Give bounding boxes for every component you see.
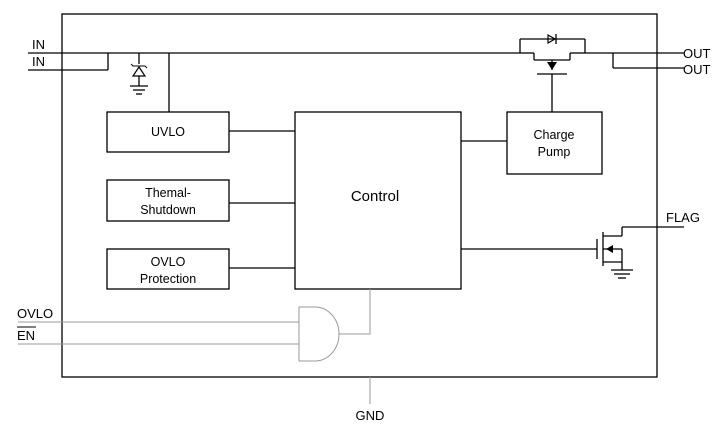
ovlo-protection-label-line2: Protection bbox=[140, 272, 196, 286]
pin-in-1: IN bbox=[32, 37, 45, 52]
ovlo-protection-label-line1: OVLO bbox=[151, 255, 186, 269]
control-label: Control bbox=[351, 188, 399, 205]
thermal-shutdown-block bbox=[106, 179, 230, 222]
ovlo-protection-block bbox=[106, 248, 230, 290]
pin-en: EN bbox=[17, 328, 35, 343]
uvlo-label: UVLO bbox=[151, 125, 185, 139]
charge-pump-label-line1: Charge bbox=[534, 128, 575, 142]
chip-outline bbox=[61, 13, 658, 378]
pin-flag: FLAG bbox=[666, 210, 700, 225]
input-zener-icon bbox=[130, 53, 148, 95]
flag-mosfet-icon bbox=[596, 226, 684, 279]
uvlo-block bbox=[106, 111, 230, 153]
power-mosfet-icon bbox=[519, 33, 586, 112]
pin-out-2: OUT bbox=[683, 62, 711, 77]
pin-out-1: OUT bbox=[683, 46, 711, 61]
charge-pump-block bbox=[506, 111, 603, 175]
thermal-label-line2: Shutdown bbox=[140, 203, 196, 217]
control-block bbox=[294, 111, 462, 290]
thermal-label-line1: Themal- bbox=[145, 186, 191, 200]
pin-in-2: IN bbox=[32, 54, 45, 69]
charge-pump-label-line2: Pump bbox=[538, 145, 571, 159]
pin-ovlo: OVLO bbox=[17, 306, 53, 321]
and-gate-icon bbox=[298, 306, 340, 362]
gate-to-control bbox=[339, 289, 371, 335]
pin-gnd: GND bbox=[356, 408, 385, 423]
